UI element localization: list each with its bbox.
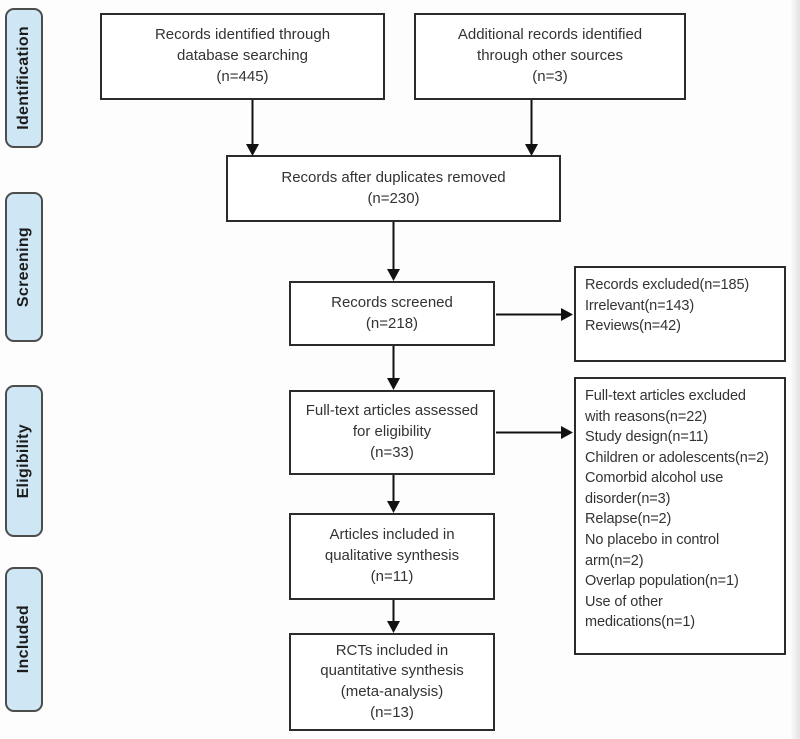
box-records-screened: Records screened (n=218) — [289, 281, 495, 346]
arrow-identified-to-duplicates — [246, 100, 259, 156]
arrow-fulltext-to-fulltext-excluded — [496, 426, 573, 439]
box-duplicates-removed: Records after duplicates removed (n=230) — [226, 155, 561, 222]
arrow-qualitative-to-quantitative — [387, 600, 400, 633]
box-fulltext-excluded: Full-text articles excluded with reasons… — [574, 377, 786, 655]
stage-included: Included — [5, 567, 43, 712]
arrow-fulltext-to-qualitative — [387, 475, 400, 513]
stage-eligibility: Eligibility — [5, 385, 43, 537]
arrow-duplicates-to-screened — [387, 222, 400, 281]
arrow-screened-to-fulltext — [387, 346, 400, 390]
box-fulltext-assessed: Full-text articles assessed for eligibil… — [289, 390, 495, 475]
arrow-additional-to-duplicates — [525, 100, 538, 156]
box-qualitative-synthesis: Articles included in qualitative synthes… — [289, 513, 495, 600]
stage-screening: Screening — [5, 192, 43, 342]
box-records-excluded: Records excluded(n=185) Irrelevant(n=143… — [574, 266, 786, 362]
arrow-screened-to-excluded — [496, 308, 573, 321]
box-additional-records: Additional records identified through ot… — [414, 13, 686, 100]
box-records-identified: Records identified through database sear… — [100, 13, 385, 100]
box-quantitative-synthesis: RCTs included in quantitative synthesis … — [289, 633, 495, 731]
stage-identification: Identification — [5, 8, 43, 148]
